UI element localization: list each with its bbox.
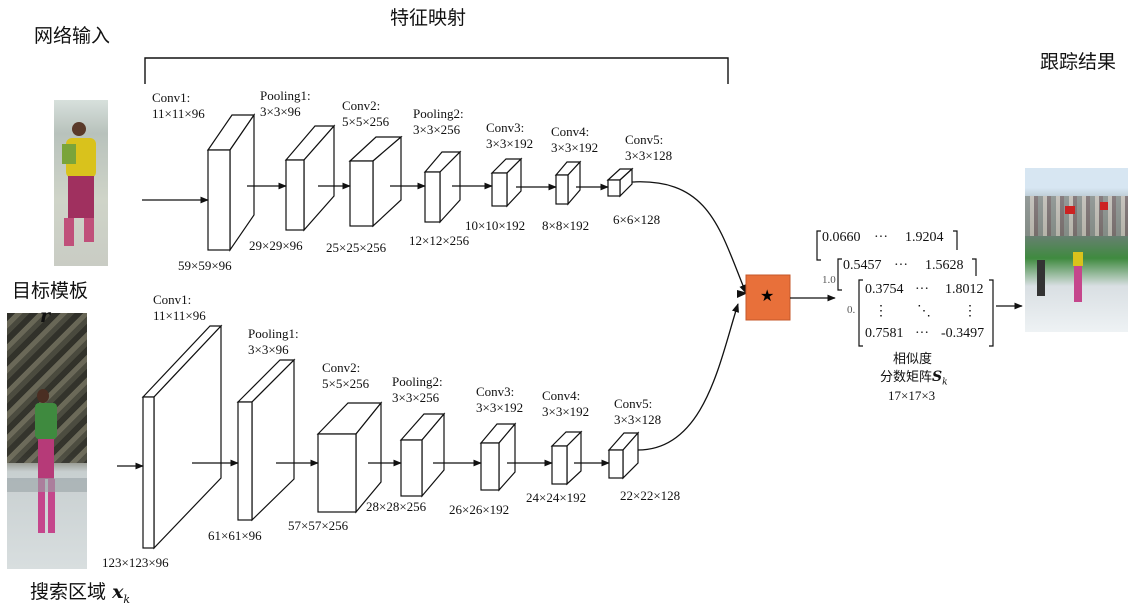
top-conv2-output: 25×25×256 <box>326 240 386 256</box>
matrix-front-bracket-right <box>989 280 993 346</box>
bottom-conv2-kernel: 5×5×256 <box>322 376 369 392</box>
matrix-front-r2-dots: ⋱ <box>917 303 931 320</box>
top-conv2-name: Conv2: <box>342 98 380 114</box>
bottom-conv5-output: 22×22×128 <box>620 488 680 504</box>
bottom-conv4-name: Conv4: <box>542 388 580 404</box>
top-conv5-name: Conv5: <box>625 132 663 148</box>
top-pool1-output: 29×29×96 <box>249 238 303 254</box>
matrix-front-r2-first: ⋮ <box>874 303 888 320</box>
bottom-conv1-kernel: 11×11×96 <box>153 308 206 324</box>
bottom-conv5-name: Conv5: <box>614 396 652 412</box>
bottom-conv1-block <box>143 326 221 548</box>
top-conv1-kernel: 11×11×96 <box>152 106 205 122</box>
matrix-back-last: 1.9204 <box>905 230 944 246</box>
bottom-conv3-kernel: 3×3×192 <box>476 400 523 416</box>
feature-mapping-bracket <box>145 58 728 84</box>
top-conv4-block <box>556 162 580 204</box>
top-conv5-output: 6×6×128 <box>613 212 660 228</box>
bottom-pool2-name: Pooling2: <box>392 374 443 390</box>
matrix-mid-bracket-right <box>972 259 976 276</box>
matrix-front-r3-dots: ··· <box>915 326 929 342</box>
matrix-back-first: 0.0660 <box>822 230 861 246</box>
bottom-pool2-output: 28×28×256 <box>366 499 426 515</box>
bottom-pool1-kernel: 3×3×96 <box>248 342 289 358</box>
bottom-conv3-block <box>481 424 515 490</box>
network-input-label: 网络输入 <box>34 28 110 44</box>
correlation-star-icon: ★ <box>760 288 774 304</box>
target-template-label: 目标模板 <box>12 283 88 299</box>
top-pool1-block <box>286 126 334 230</box>
bottom-conv2-block <box>318 403 381 512</box>
matrix-front-r1-first: 0.3754 <box>865 282 904 298</box>
bottom-conv3-name: Conv3: <box>476 384 514 400</box>
bottom-pool1-name: Pooling1: <box>248 326 299 342</box>
top-conv4-name: Conv4: <box>551 124 589 140</box>
bottom-conv1-output: 123×123×96 <box>102 555 169 571</box>
top-conv3-output: 10×10×192 <box>465 218 525 234</box>
tracking-result-image <box>1025 168 1128 332</box>
bottom-conv4-kernel: 3×3×192 <box>542 404 589 420</box>
bottom-conv1-name: Conv1: <box>153 292 191 308</box>
matrix-mid-first: 0.5457 <box>843 258 882 274</box>
similarity-caption-line1: 相似度 <box>893 352 932 368</box>
top-pool1-kernel: 3×3×96 <box>260 104 301 120</box>
matrix-front-r3-first: 0.7581 <box>865 326 904 342</box>
tracking-result-label: 跟踪结果 <box>1040 54 1116 70</box>
matrix-mid-dots: ··· <box>894 258 908 274</box>
bottom-conv5-kernel: 3×3×128 <box>614 412 661 428</box>
top-conv2-block <box>350 137 401 226</box>
matrix-front-r1-dots: ··· <box>915 282 929 298</box>
top-merge-curve <box>632 182 746 293</box>
top-conv3-kernel: 3×3×192 <box>486 136 533 152</box>
top-conv1-output: 59×59×96 <box>178 258 232 274</box>
template-variable: r <box>40 306 50 326</box>
bottom-pool2-block <box>401 414 444 496</box>
top-conv4-kernel: 3×3×192 <box>551 140 598 156</box>
matrix-mid-edge: 0. <box>847 304 855 316</box>
top-pool2-kernel: 3×3×256 <box>413 122 460 138</box>
matrix-mid-last: 1.5628 <box>925 258 964 274</box>
bottom-pool1-output: 61×61×96 <box>208 528 262 544</box>
matrix-front-r3-last: -0.3497 <box>941 326 984 342</box>
search-region-image <box>7 313 87 569</box>
bottom-conv4-output: 24×24×192 <box>526 490 586 506</box>
bottom-pool2-kernel: 3×3×256 <box>392 390 439 406</box>
matrix-back-bracket-left <box>817 231 821 260</box>
top-conv5-block <box>608 169 632 196</box>
matrix-front-r1-last: 1.8012 <box>945 282 984 298</box>
matrix-mid-bracket-left <box>838 259 842 290</box>
matrix-back-dots: ··· <box>874 230 888 246</box>
top-conv1-name: Conv1: <box>152 90 190 106</box>
top-pool2-output: 12×12×256 <box>409 233 469 249</box>
top-conv3-block <box>492 159 521 206</box>
bottom-conv3-output: 26×26×192 <box>449 502 509 518</box>
bottom-merge-curve <box>638 304 738 450</box>
search-region-label: 搜索区域 xk <box>30 581 130 611</box>
bottom-pool1-block <box>238 360 294 520</box>
top-pool1-name: Pooling1: <box>260 88 311 104</box>
top-conv4-output: 8×8×192 <box>542 218 589 234</box>
bottom-conv4-block <box>552 432 581 484</box>
feature-mapping-label: 特征映射 <box>390 10 466 26</box>
top-conv1-block <box>208 115 254 250</box>
matrix-back-bracket-right <box>953 231 957 250</box>
matrix-front-r2-last: ⋮ <box>963 303 977 320</box>
bottom-conv5-block <box>609 433 638 478</box>
top-conv2-kernel: 5×5×256 <box>342 114 389 130</box>
bottom-conv2-name: Conv2: <box>322 360 360 376</box>
top-pool2-name: Pooling2: <box>413 106 464 122</box>
top-pool2-block <box>425 152 460 222</box>
matrix-back-edge: 1.0 <box>822 274 836 286</box>
bottom-conv2-output: 57×57×256 <box>288 518 348 534</box>
template-image <box>54 100 108 266</box>
top-conv5-kernel: 3×3×128 <box>625 148 672 164</box>
matrix-front-bracket-left <box>859 280 863 346</box>
similarity-size: 17×17×3 <box>888 388 935 404</box>
top-conv3-name: Conv3: <box>486 120 524 136</box>
